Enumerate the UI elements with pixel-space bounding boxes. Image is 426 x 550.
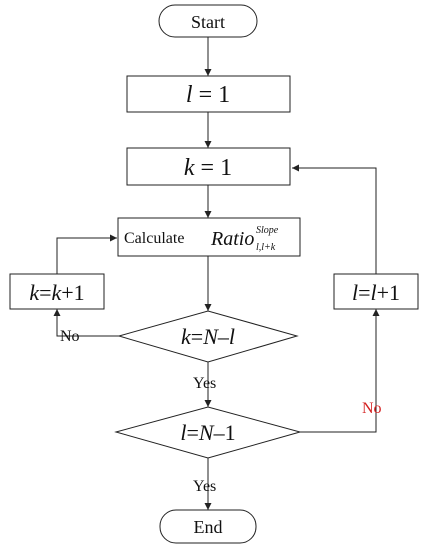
calc-box: Calculate Ratio Slope l,l+k — [117, 217, 301, 257]
decision-l: l=N–1 — [114, 406, 302, 459]
decision-l-label: l=N–1 — [180, 420, 235, 445]
start-label: Start — [191, 12, 225, 32]
inc-l-box: l=l+1 — [333, 273, 419, 310]
connectors — [53, 37, 380, 510]
end-label: End — [194, 517, 223, 537]
label-no-k: No — [60, 328, 80, 345]
calc-word: Calculate — [124, 230, 184, 247]
calc-subscript: l,l+k — [256, 242, 276, 253]
calc-symbol: Ratio — [210, 228, 254, 250]
edge-inck-to-calc — [56, 234, 117, 274]
inc-k-box: k=k+1 — [9, 273, 105, 310]
edge-incl-to-k1 — [292, 164, 377, 274]
decision-k-label: k=N–l — [181, 324, 235, 349]
inc-k-label: k=k+1 — [29, 280, 84, 305]
calc-superscript: Slope — [256, 225, 279, 236]
label-yes-k: Yes — [193, 375, 216, 392]
edge-deck-no-to-inck — [53, 309, 119, 337]
init-l-label: l = 1 — [186, 82, 230, 108]
inc-l-label: l=l+1 — [352, 280, 400, 305]
init-k-label: k = 1 — [184, 155, 232, 181]
label-no-l: No — [362, 400, 382, 417]
end-terminal: End — [159, 509, 257, 544]
start-terminal: Start — [158, 4, 258, 38]
decision-k: k=N–l — [117, 310, 299, 363]
init-l-box: l = 1 — [126, 75, 291, 113]
init-k-box: k = 1 — [126, 147, 291, 186]
label-yes-l: Yes — [193, 478, 216, 495]
edge-decl-no-to-incl — [300, 309, 380, 433]
